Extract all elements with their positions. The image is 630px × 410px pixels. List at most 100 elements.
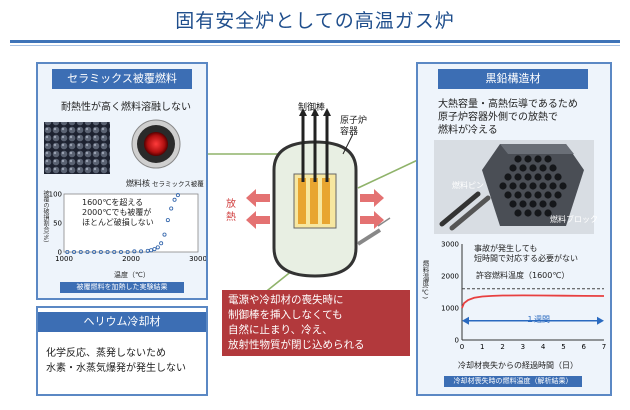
graphite-xlabel: 冷却材喪失からの経過時間（日）: [458, 361, 578, 370]
x-tick-label: 4: [541, 343, 546, 351]
fuel-hole: [519, 182, 527, 190]
fuel-hole: [534, 191, 542, 199]
plot-area: [63, 193, 199, 253]
period-label: １週間: [526, 315, 550, 324]
helium-panel: ヘリウム冷却材 化学反応、蒸発しないため 水素・水蒸気爆発が発生しない: [36, 306, 208, 396]
fuel-hole: [534, 173, 542, 181]
x-tick-label: 5: [561, 343, 565, 351]
fuel-hole: [524, 173, 532, 181]
vessel-label: 原子炉 容器: [340, 116, 367, 138]
heat-label-1: 放: [226, 199, 236, 210]
vessel-label-line-1: 原子炉: [340, 116, 368, 126]
heat-arrows-left: [246, 189, 270, 229]
title-divider: [10, 40, 620, 43]
fuel-hole: [529, 182, 537, 190]
x-tick-label: 6: [581, 343, 586, 351]
ceramic-heading: セラミックス被覆燃料: [52, 69, 192, 89]
particles-photo: [44, 122, 110, 174]
graphite-caption: 冷却材喪失時の燃料温度（解析結果）: [444, 376, 582, 387]
fuel-hole: [554, 173, 562, 181]
data-point: [175, 193, 180, 198]
ceramic-ylabel: 被覆の破損割合(%): [42, 190, 49, 243]
safety-summary-box: 電源や冷却材の喪失時に 制御棒を挿入しなくても 自然に止まり、冷え、 放射性物質…: [222, 290, 410, 356]
heat-label-2: 熱: [226, 212, 236, 223]
y-tick-label: 0: [58, 249, 62, 257]
data-point: [78, 250, 83, 255]
coating-label: セラミックス被覆: [152, 180, 204, 188]
heat-arrows-right: [360, 189, 384, 229]
control-rod-label: 制御棒: [298, 103, 326, 113]
fuel-hole: [524, 191, 532, 199]
data-point: [162, 232, 167, 237]
fuel-hole: [529, 200, 537, 208]
chart-note-line-3: ほとんど破損しない: [82, 218, 154, 227]
fuel-hole: [514, 209, 522, 217]
fuel-hole: [534, 209, 542, 217]
fuel-hole: [509, 200, 517, 208]
x-tick-label: 2000: [122, 255, 140, 263]
ceramic-xlabel: 温度（℃）: [114, 271, 150, 279]
data-point: [139, 249, 144, 254]
summary-line-4: 放射性物質が閉じ込められる: [228, 339, 365, 351]
fuel-hole: [514, 173, 522, 181]
fuel-hole: [544, 191, 552, 199]
fuel-hole: [504, 173, 512, 181]
fuel-kernel-label: 燃料核: [126, 179, 150, 188]
fuel-hole: [549, 182, 557, 190]
helium-line-1: 化学反応、蒸発しないため: [46, 348, 166, 359]
ceramic-panel: セラミックス被覆燃料 耐熱性が高く燃料溶融しない 燃料核 セラミックス被覆 10…: [36, 62, 208, 300]
x-tick-label: 3: [521, 343, 525, 351]
fuel-hole: [539, 200, 547, 208]
data-point: [72, 250, 77, 255]
temperature-series: [461, 294, 605, 309]
graphite-block-image: [434, 140, 594, 234]
graphite-desc-2: 原子炉容器外側での放熱で: [438, 112, 558, 123]
arrow-head-right: [597, 316, 604, 325]
x-tick-label: 3000: [189, 255, 206, 263]
helium-heading: ヘリウム冷却材: [38, 312, 206, 332]
graphite-desc: 大熱容量・高熱伝導であるため 原子炉容器外側での放熱で 燃料が冷える: [438, 98, 578, 137]
fuel-pin-label: 燃料ピン: [452, 181, 484, 190]
title-divider-thin: [10, 45, 620, 46]
fuel-particle-image: [44, 119, 181, 174]
heat-label: 放 熱: [226, 198, 236, 224]
y-tick-label: 0: [455, 337, 459, 345]
graphite-note: 事故が発生しても 短時間で対応する必要がない: [474, 244, 578, 264]
data-point: [165, 218, 170, 223]
data-point: [98, 250, 103, 255]
fuel-hole: [544, 209, 552, 217]
graphite-note-2: 短時間で対応する必要がない: [474, 254, 578, 263]
page-title: 固有安全炉としての高温ガス炉: [175, 10, 455, 32]
fuel-hole: [519, 164, 527, 172]
vessel-label-line-2: 容器: [340, 127, 359, 137]
fuel-hole: [514, 191, 522, 199]
data-point: [65, 250, 70, 255]
chart-note-line-2: 2000℃でも被覆が: [82, 208, 152, 217]
x-tick-label: 1: [480, 343, 484, 351]
fuel-hole: [539, 164, 547, 172]
data-point: [92, 250, 97, 255]
fuel-hole: [534, 155, 542, 163]
graphite-desc-3: 燃料が冷える: [438, 125, 498, 136]
data-point: [132, 249, 137, 254]
x-tick-label: 2: [500, 343, 504, 351]
data-point: [112, 250, 117, 255]
y-tick-label: 1000: [441, 305, 459, 313]
y-tick-label: 2000: [441, 273, 459, 281]
data-point: [118, 250, 123, 255]
fuel-hole: [549, 200, 557, 208]
arrow-head-left: [462, 316, 469, 325]
fuel-hole: [549, 164, 557, 172]
data-point: [159, 241, 164, 246]
y-tick-label: 50: [53, 220, 62, 228]
helium-line-2: 水素・水蒸気爆発が発生しない: [46, 363, 186, 374]
fuel-hole: [529, 164, 537, 172]
graphite-heading: 黒鉛構造材: [438, 69, 588, 89]
x-tick-label: 7: [602, 343, 606, 351]
fuel-hole: [514, 155, 522, 163]
fuel-hole: [524, 209, 532, 217]
fuel-hole: [509, 182, 517, 190]
data-point: [155, 245, 160, 250]
